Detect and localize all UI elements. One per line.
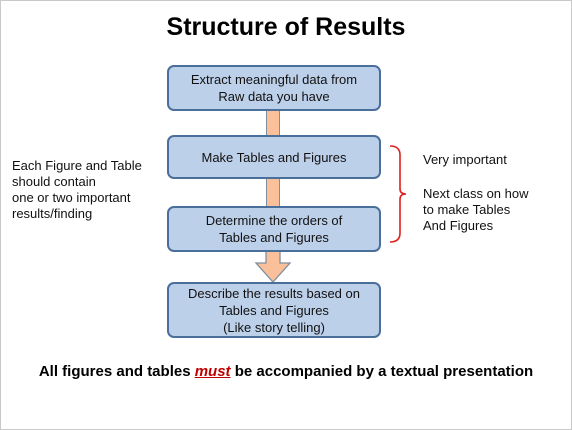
left-note-line: results/finding	[12, 206, 93, 221]
left-note-line: should contain	[12, 174, 96, 189]
very-important-text: Very important	[423, 152, 507, 167]
next-class-line: to make Tables	[423, 202, 511, 217]
step-line: Tables and Figures	[219, 230, 329, 245]
footer-statement: All figures and tables must be accompani…	[1, 363, 571, 380]
very-important-note: Very important	[423, 152, 507, 168]
next-class-note: Next class on how to make Tables And Fig…	[423, 186, 529, 234]
connector-1-2	[266, 110, 280, 136]
step-line: Tables and Figures	[219, 302, 329, 318]
next-class-line: And Figures	[423, 218, 494, 233]
step-line: Determine the orders of	[205, 213, 343, 228]
step-extract-data: Extract meaningful data from Raw data yo…	[167, 65, 381, 111]
connector-2-3	[266, 178, 280, 207]
next-class-line: Next class on how	[423, 186, 529, 201]
left-note-line: Each Figure and Table	[12, 158, 142, 173]
left-note: Each Figure and Table should contain one…	[12, 158, 142, 222]
step-line: Extract meaningful data from	[190, 72, 358, 87]
step-line: Make Tables and Figures	[201, 149, 347, 165]
step-line: (Like story telling)	[223, 319, 325, 335]
footer-after: be accompanied by a textual presentation	[230, 363, 534, 380]
left-note-line: one or two important	[12, 190, 131, 205]
footer-emphasis: must	[194, 363, 231, 380]
right-bracket	[389, 145, 407, 243]
step-line: Describe the results based on	[188, 285, 360, 301]
step-describe-results: Describe the results based on Tables and…	[167, 282, 381, 338]
step-line: Raw data you have	[218, 89, 330, 104]
down-arrow	[254, 250, 292, 283]
slide-title: Structure of Results	[166, 13, 406, 41]
step-determine-order: Determine the orders of Tables and Figur…	[167, 206, 381, 252]
footer-before: All figures and tables	[38, 363, 195, 380]
step-make-tables-figures: Make Tables and Figures	[167, 135, 381, 179]
